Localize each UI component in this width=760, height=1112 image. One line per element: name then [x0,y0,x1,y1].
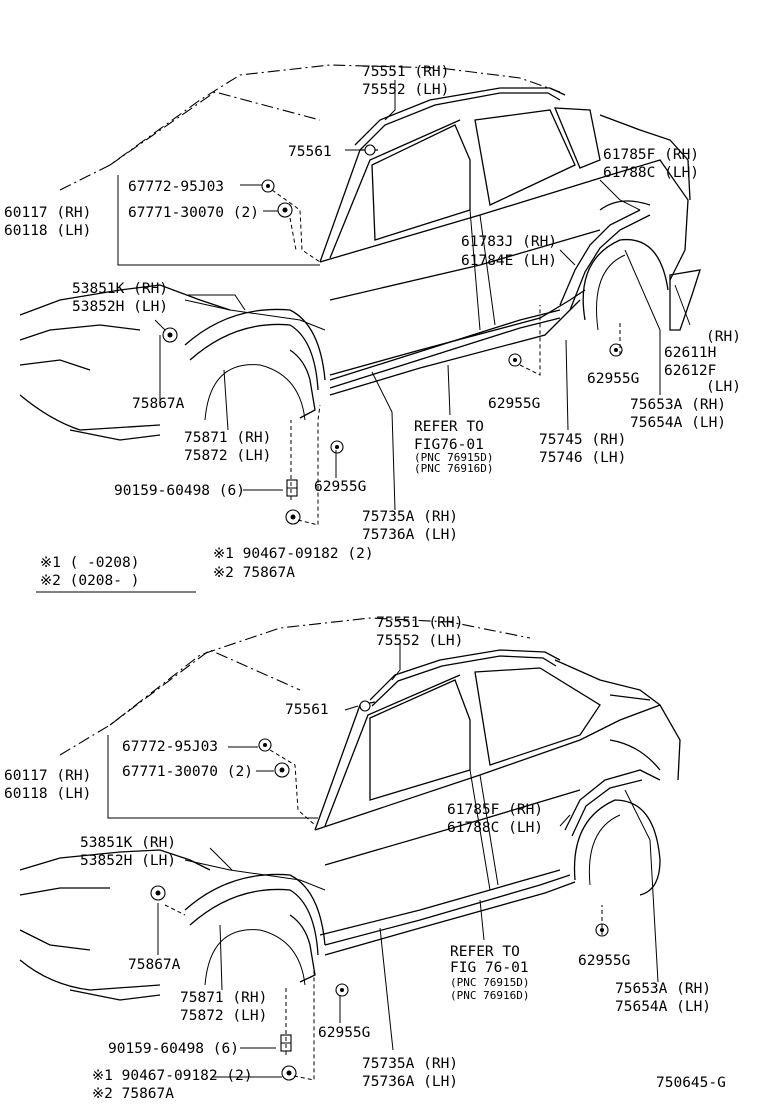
label-61785-top: 61785F (RH) [603,147,699,163]
label-61788-bottom: 61788C (LH) [447,820,543,836]
label-75561-top: 75561 [288,144,332,160]
label-75654-top: 75654A (LH) [630,415,726,431]
label-75735-bottom: 75735A (RH) [362,1056,458,1072]
bottom-labels: 75551 (RH) 75552 (LH) 75561 67772-95J03 … [4,615,711,1102]
label-refer-3-bottom: (PNC 76915D) [450,976,529,989]
label-75746-top: 75746 (LH) [539,450,626,466]
label-75871-top: 75871 (RH) [184,430,271,446]
label-refer-2-top: FIG76-01 [414,437,484,453]
label-75654-bottom: 75654A (LH) [615,999,711,1015]
label-75552-top: 75552 (LH) [362,82,449,98]
label-67772-bottom: 67772-95J03 [122,739,218,755]
clip-62955-bottom-b [595,923,609,937]
label-75735-top: 75735A (RH) [362,509,458,525]
label-75561-bottom: 75561 [285,702,329,718]
label-90159-top: 90159-60498 (6) [114,483,245,499]
label-note2-top: ※2 75867A [213,565,295,581]
label-75872-top: 75872 (LH) [184,448,271,464]
label-75872-bottom: 75872 (LH) [180,1008,267,1024]
clip-67771-bottom [274,762,290,778]
label-refer-4-bottom: (PNC 76916D) [450,989,529,1002]
label-62612-lh: (LH) [706,379,741,395]
label-67771-top: 67771-30070 (2) [128,205,259,221]
label-90159-bottom: 90159-60498 (6) [108,1041,239,1057]
label-refer-1-top: REFER TO [414,419,484,435]
clip-67772-top [261,179,275,193]
label-refer-2-bottom: FIG 76-01 [450,960,529,976]
legend-row-1: ※1 ( -0208) [40,555,139,571]
top-car-drawing [19,64,701,441]
label-62955-a: 62955G [488,396,540,412]
clip-62955-a [508,353,522,367]
label-53851-bottom: 53851K (RH) [80,835,176,851]
legend-row-2: ※2 (0208- ) [40,573,139,589]
label-60117-top: 60117 (RH) [4,205,91,221]
bottom-fasteners [150,700,609,1081]
label-75736-bottom: 75736A (LH) [362,1074,458,1090]
clip-75561-bottom [359,700,371,712]
label-note2-bottom: ※2 75867A [92,1086,174,1102]
label-62611: 62611H [664,345,716,361]
label-62955-b: 62955G [587,371,639,387]
label-62611-rh: (RH) [706,329,741,345]
diagram-id: 750645-G [656,1075,726,1091]
label-60118-top: 60118 (LH) [4,223,91,239]
clip-75867-bottom [150,885,166,901]
label-note1-bottom: ※1 90467-09182 (2) [92,1068,253,1084]
label-75867-top: 75867A [132,396,185,412]
screw-90159-top [286,479,298,497]
label-62612: 62612F [664,363,716,379]
clip-90467-top [285,509,301,525]
label-60117-bottom: 60117 (RH) [4,768,91,784]
clip-75867-top [162,327,178,343]
label-75871-bottom: 75871 (RH) [180,990,267,1006]
label-75653-top: 75653A (RH) [630,397,726,413]
clip-67771-top [277,202,293,218]
label-refer-1-bottom: REFER TO [450,944,520,960]
clip-90467-bottom [281,1065,297,1081]
label-61785-bottom: 61785F (RH) [447,802,543,818]
top-fasteners [162,144,623,525]
label-67771-bottom: 67771-30070 (2) [122,764,253,780]
label-75745-top: 75745 (RH) [539,432,626,448]
label-62955-bottom-a: 62955G [318,1025,370,1041]
label-53852-bottom: 53852H (LH) [80,853,176,869]
clip-62955-b [609,343,623,357]
label-67772-top: 67772-95J03 [128,179,224,195]
label-refer-4-top: (PNC 76916D) [414,462,493,475]
label-note1-top: ※1 90467-09182 (2) [213,546,374,562]
label-61788-top: 61788C (LH) [603,165,699,181]
label-75736-top: 75736A (LH) [362,527,458,543]
top-labels: 75551 (RH) 75552 (LH) 75561 67772-95J03 … [4,64,741,581]
top-leaders [117,80,691,526]
label-62955-bottom-b: 62955G [578,953,630,969]
bottom-car-drawing [19,617,681,1001]
label-61783-top: 61783J (RH) [461,234,557,250]
clip-75561-top [364,144,376,156]
label-refer-3-top: (PNC 76915D) [414,451,493,464]
label-75867-bottom: 75867A [128,957,181,973]
label-60118-bottom: 60118 (LH) [4,786,91,802]
label-53851-top: 53851K (RH) [72,281,168,297]
clip-62955-c [330,440,344,454]
legend-box: ※1 ( -0208) ※2 (0208- ) [36,555,196,593]
label-62955-c: 62955G [314,479,366,495]
label-75551-bottom: 75551 (RH) [376,615,463,631]
clip-62955-bottom-a [335,983,349,997]
label-75552-bottom: 75552 (LH) [376,633,463,649]
label-53852-top: 53852H (LH) [72,299,168,315]
bottom-leaders [107,643,659,1081]
label-75653-bottom: 75653A (RH) [615,981,711,997]
label-61784-top: 61784E (LH) [461,253,557,269]
clip-67772-bottom [258,738,272,752]
label-75551-top: 75551 (RH) [362,64,449,80]
